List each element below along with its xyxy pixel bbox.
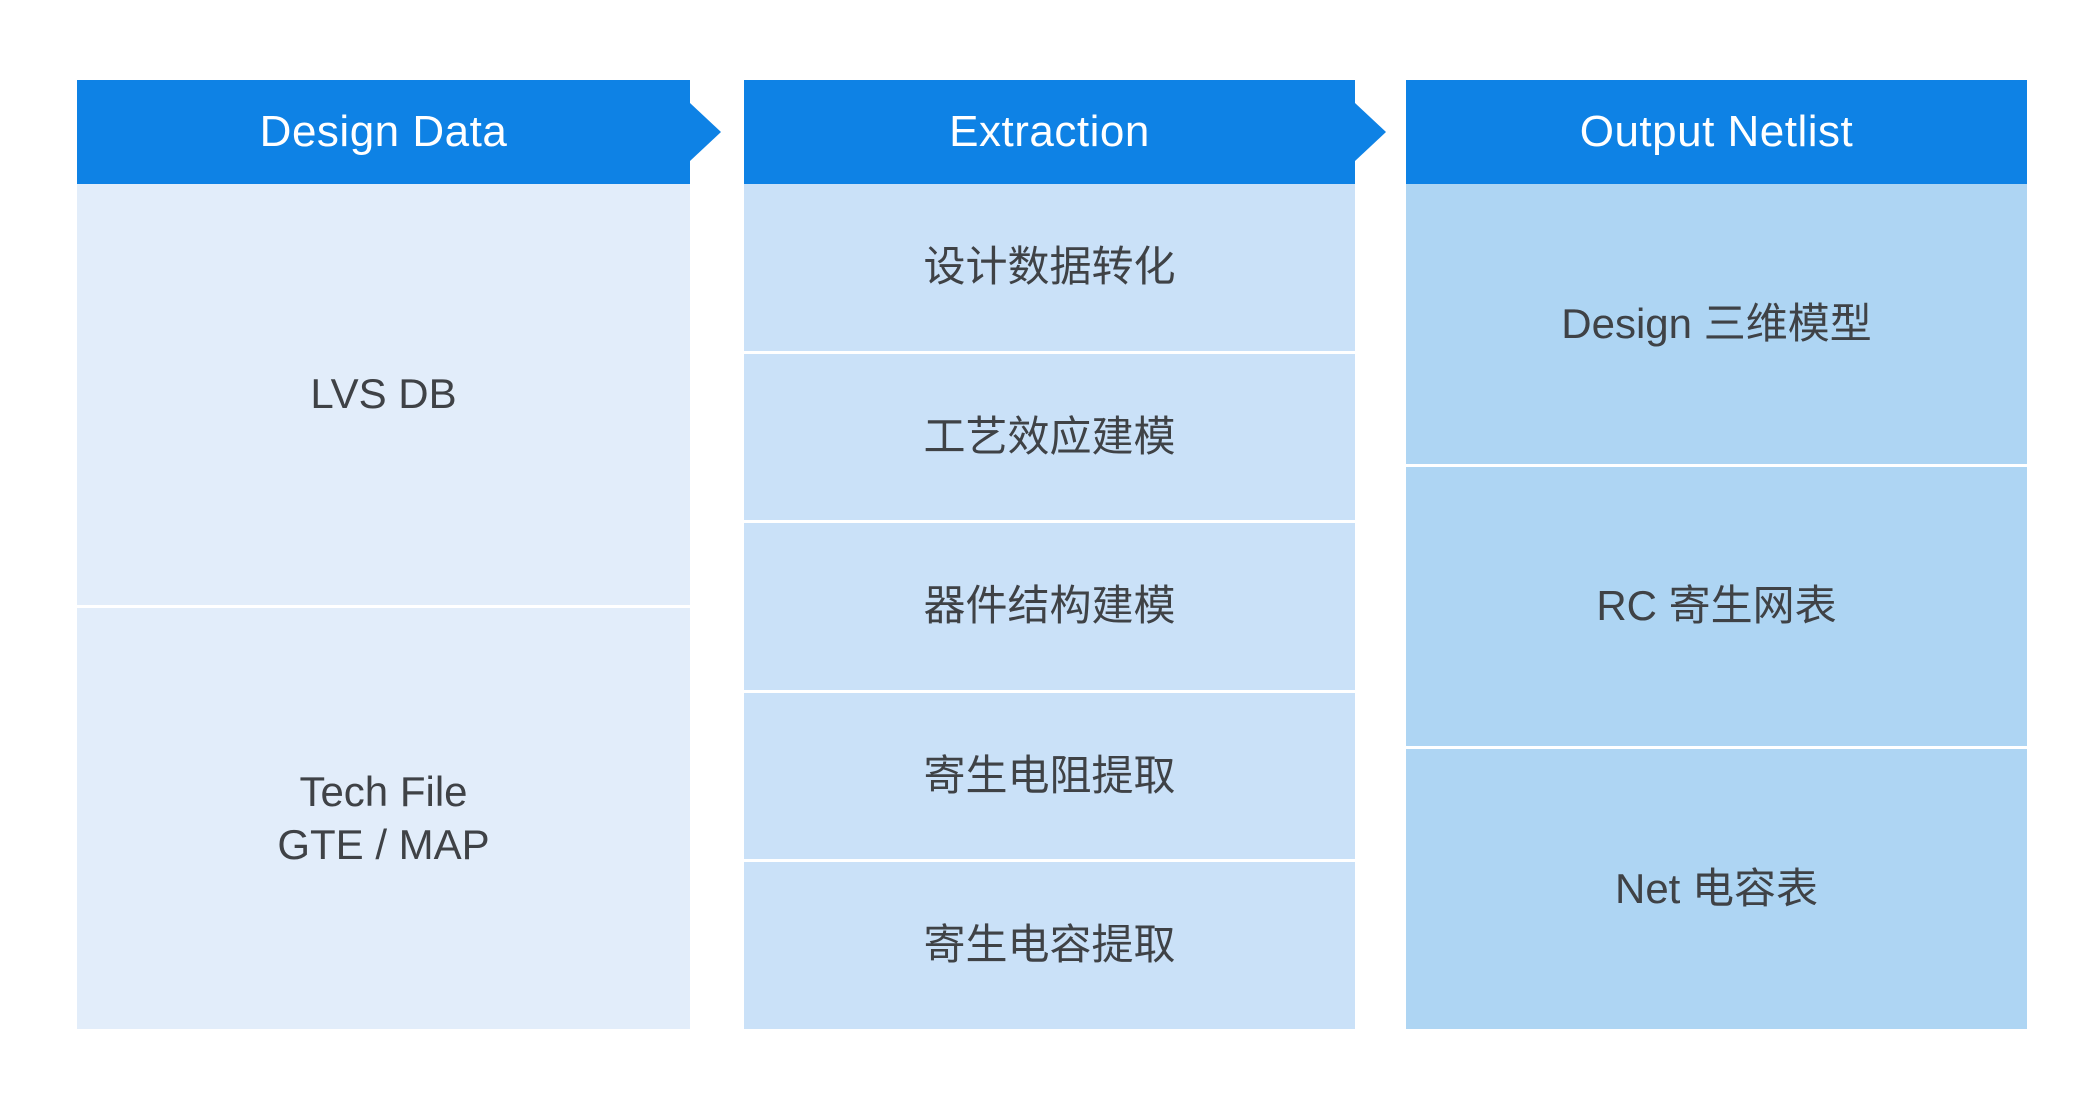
column-design-data: Design Data LVS DB Tech File GTE / MAP	[77, 80, 721, 1029]
column-body-extraction: 设计数据转化 工艺效应建模 器件结构建模 寄生电阻提取 寄生电容提取	[744, 184, 1355, 1029]
row-design-3d-model: Design 三维模型	[1406, 184, 2027, 464]
row-design-data-conversion: 设计数据转化	[744, 184, 1355, 351]
row-lvs-db: LVS DB	[77, 184, 690, 605]
column-output-netlist: Output Netlist Design 三维模型 RC 寄生网表 Net 电…	[1406, 80, 2027, 1030]
column-header-output-netlist: Output Netlist	[1406, 80, 2027, 184]
row-device-structure-modeling: 器件结构建模	[744, 523, 1355, 690]
row-net-capacitance-table: Net 电容表	[1406, 749, 2027, 1030]
column-header-label: Design Data	[259, 107, 508, 156]
column-header-label: Extraction	[949, 107, 1150, 156]
column-extraction: Extraction 设计数据转化 工艺效应建模 器件结构建模 寄生电阻提取 寄…	[744, 80, 1386, 1029]
column-header-label: Output Netlist	[1579, 107, 1854, 156]
flow-arrow-right-icon	[1355, 103, 1386, 161]
row-process-effect-modeling: 工艺效应建模	[744, 353, 1355, 521]
row-parasitic-capacitance-extraction: 寄生电容提取	[744, 862, 1355, 1029]
row-tech-file-gte-map: Tech File GTE / MAP	[77, 608, 690, 1029]
flow-arrow-right-icon	[690, 103, 721, 161]
column-body-output-netlist: Design 三维模型 RC 寄生网表 Net 电容表	[1406, 184, 2027, 1030]
column-header-extraction: Extraction	[744, 80, 1386, 184]
column-header-design-data: Design Data	[77, 80, 721, 184]
row-rc-parasitic-netlist: RC 寄生网表	[1406, 466, 2027, 747]
column-body-design-data: LVS DB Tech File GTE / MAP	[77, 184, 690, 1029]
row-parasitic-resistance-extraction: 寄生电阻提取	[744, 692, 1355, 860]
